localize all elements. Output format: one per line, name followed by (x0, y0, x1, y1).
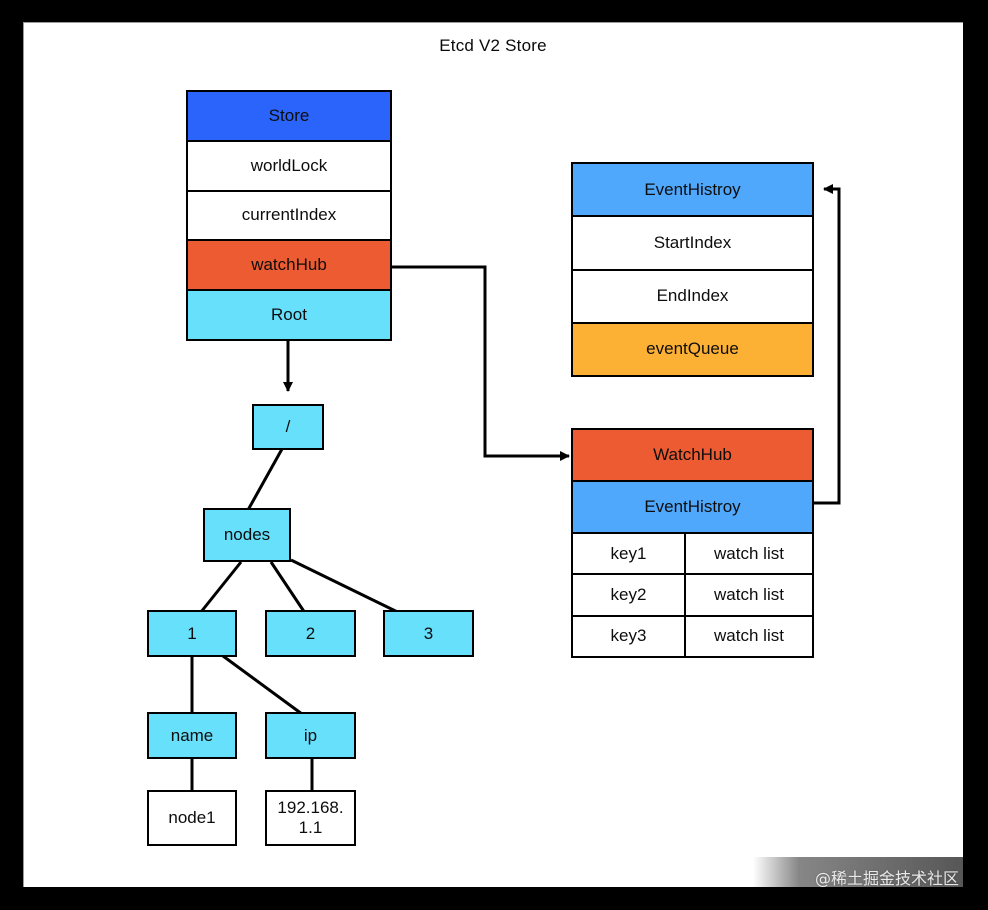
watch-hub-row-eventhistroy: EventHistroy (573, 482, 812, 534)
store-row-watchhub: watchHub (188, 241, 390, 292)
watch-hub-key: key3 (573, 616, 686, 656)
watch-hub-table-row: key1 watch list (573, 534, 812, 576)
tree-node-node1: node1 (147, 790, 237, 846)
watch-hub-value: watch list (686, 534, 812, 574)
tree-node-ip-value: 192.168.1.1 (265, 790, 356, 846)
event-history-struct: EventHistroy StartIndex EndIndex eventQu… (571, 162, 814, 377)
event-history-row-title: EventHistroy (573, 164, 812, 218)
edge-watchhub-eventhistroy-to-eventhistory-box (814, 184, 841, 505)
tree-node-slash: / (252, 404, 324, 450)
watch-hub-value: watch list (686, 616, 812, 656)
watch-hub-value: watch list (686, 575, 812, 615)
store-row-worldlock: worldLock (188, 141, 390, 192)
tree-node-name: name (147, 712, 237, 759)
watch-hub-table-row: key3 watch list (573, 616, 812, 656)
watch-hub-key: key2 (573, 575, 686, 615)
event-history-row-startindex: StartIndex (573, 217, 812, 271)
watch-hub-row-title: WatchHub (573, 430, 812, 482)
edge-watchhub-to-watchhub-box (392, 265, 570, 461)
store-row-root: Root (188, 291, 390, 339)
watermark-backdrop: @稀土掘金技术社区 (753, 857, 963, 887)
store-row-currentindex: currentIndex (188, 191, 390, 242)
edge-slash-to-nodes (246, 448, 284, 511)
store-row-title: Store (188, 92, 390, 142)
watermark-text: @稀土掘金技术社区 (814, 869, 959, 887)
tree-node-2: 2 (265, 610, 356, 657)
watch-hub-struct: WatchHub EventHistroy key1 watch list ke… (571, 428, 814, 658)
page-title: Etcd V2 Store (439, 36, 547, 55)
tree-node-nodes: nodes (203, 508, 291, 562)
watch-hub-table-row: key2 watch list (573, 575, 812, 617)
watch-hub-key: key1 (573, 534, 686, 574)
edge-n1-to-ip (222, 654, 303, 716)
store-struct: Store worldLock currentIndex watchHub Ro… (186, 90, 392, 341)
tree-node-1: 1 (147, 610, 237, 657)
tree-node-ip: ip (265, 712, 356, 759)
tree-node-3: 3 (383, 610, 474, 657)
diagram-canvas: Etcd V2 Store S (23, 22, 963, 887)
event-history-row-eventqueue: eventQueue (573, 323, 812, 375)
event-history-row-endindex: EndIndex (573, 270, 812, 324)
